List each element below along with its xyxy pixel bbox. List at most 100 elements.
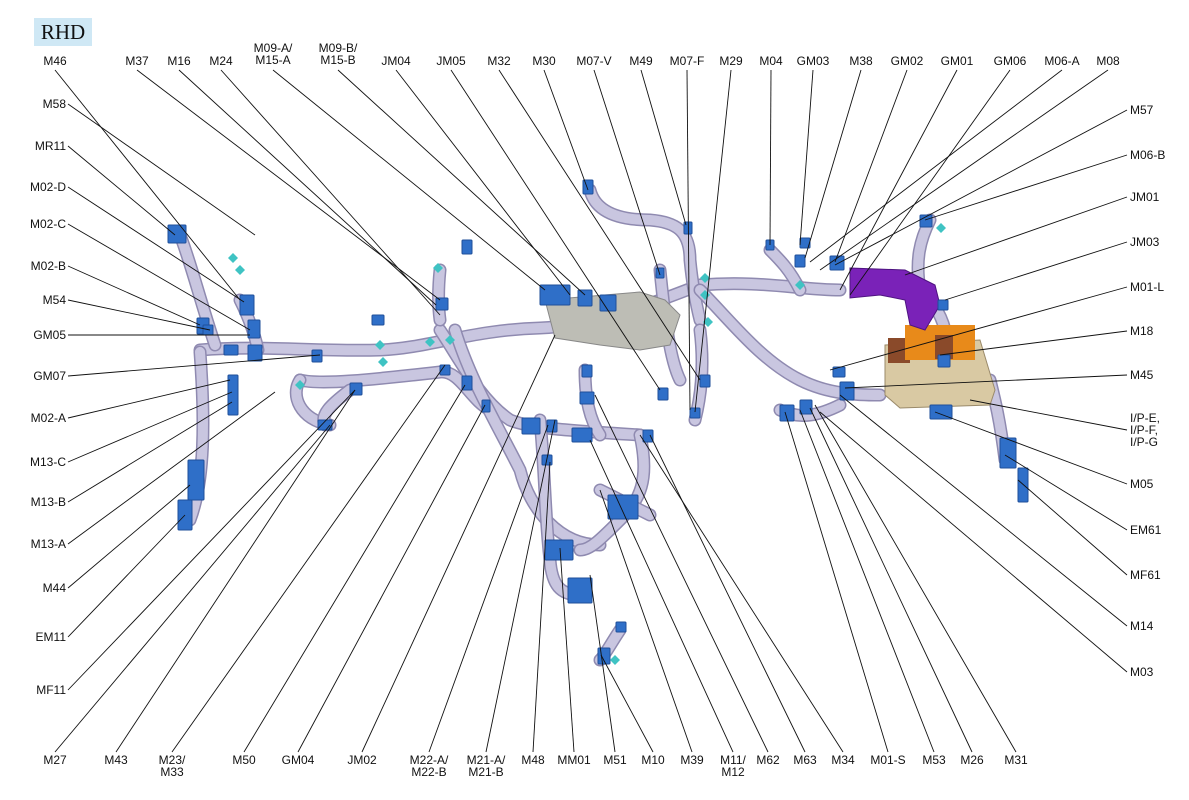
- leader-right-1: [924, 154, 1128, 221]
- clip-7: [433, 263, 443, 273]
- leader-left-7: [67, 354, 321, 377]
- leader-left-5: [67, 299, 211, 331]
- label-bottom-19: M26: [960, 753, 984, 767]
- label-bottom-2: M23/M33: [159, 753, 186, 779]
- connector-49: [929, 404, 953, 420]
- leader-bottom-7: [485, 419, 556, 753]
- harness-layer: [167, 179, 1029, 667]
- leader-left-12: [67, 484, 191, 589]
- label-bottom-5: JM02: [347, 753, 377, 767]
- connector-18: [577, 289, 593, 307]
- connector-43: [937, 299, 949, 311]
- label-top-18: GM01: [941, 54, 974, 68]
- leader-top-0: [54, 69, 241, 301]
- leader-bottom-16: [639, 434, 844, 753]
- connector-40: [794, 254, 806, 268]
- leader-left-0: [67, 103, 256, 236]
- label-top-14: M04: [759, 54, 783, 68]
- label-bottom-8: M48: [521, 753, 545, 767]
- label-right-9: EM61: [1130, 523, 1162, 537]
- connector-4: [247, 344, 263, 362]
- label-top-10: M07-V: [576, 54, 611, 68]
- label-left-12: M44: [43, 581, 67, 595]
- label-top-6: JM04: [381, 54, 411, 68]
- leader-left-9: [67, 391, 233, 463]
- leader-right-4: [829, 286, 1128, 371]
- label-right-0: M57: [1130, 103, 1154, 117]
- connector-19: [599, 294, 617, 312]
- harness-bundle-22: [433, 265, 445, 325]
- label-right-6: M45: [1130, 368, 1154, 382]
- label-top-19: GM06: [994, 54, 1027, 68]
- label-left-0: M58: [43, 97, 67, 111]
- connector-48: [799, 399, 813, 415]
- connector-16: [481, 399, 491, 413]
- clip-3: [378, 357, 388, 367]
- label-bottom-0: M27: [43, 753, 67, 767]
- label-left-8: M02-A: [31, 411, 66, 425]
- leader-right-12: [819, 411, 1128, 673]
- connector-1: [239, 294, 255, 316]
- label-right-7: I/P-E,I/P-F,I/P-G: [1130, 411, 1160, 449]
- label-top-9: M30: [532, 54, 556, 68]
- connector-36: [597, 647, 611, 665]
- leader-right-8: [934, 411, 1128, 485]
- leader-top-16: [804, 69, 862, 259]
- connector-46: [839, 381, 855, 401]
- label-top-0: M46: [43, 54, 67, 68]
- connector-33: [607, 494, 639, 520]
- label-bottom-7: M21-A/M21-B: [467, 753, 506, 779]
- clip-4: [445, 335, 455, 345]
- label-left-14: MF11: [36, 683, 66, 697]
- leader-bottom-0: [54, 424, 331, 753]
- label-top-21: M08: [1096, 54, 1120, 68]
- connector-25: [657, 387, 669, 401]
- clip-12: [610, 655, 620, 665]
- label-right-8: M05: [1130, 477, 1154, 491]
- label-top-20: M06-A: [1044, 54, 1079, 68]
- connector-29: [642, 429, 654, 443]
- connector-31: [581, 364, 593, 378]
- leader-top-7: [450, 69, 661, 391]
- label-top-4: M09-A/M15-A: [254, 41, 293, 67]
- label-top-1: M37: [125, 54, 149, 68]
- leader-bottom-5: [361, 334, 556, 753]
- leader-bottom-12: [599, 489, 693, 753]
- label-right-4: M01-L: [1130, 280, 1164, 294]
- leader-lines: [54, 69, 1128, 753]
- relay-brown-center: [935, 335, 953, 359]
- label-bottom-3: M50: [232, 753, 256, 767]
- label-top-8: M32: [487, 54, 511, 68]
- leader-left-3: [67, 223, 251, 331]
- label-bottom-6: M22-A/M22-B: [410, 753, 449, 779]
- label-bottom-17: M01-S: [870, 753, 905, 767]
- clip-8: [700, 273, 710, 283]
- label-bottom-4: GM04: [282, 753, 315, 767]
- leader-top-5: [337, 69, 586, 296]
- leader-top-17: [834, 69, 908, 263]
- leader-left-8: [67, 379, 231, 419]
- harness-bundle-4: [295, 367, 495, 415]
- label-left-10: M13-B: [31, 495, 66, 509]
- connector-20: [582, 179, 594, 195]
- label-left-4: M02-B: [31, 259, 66, 273]
- label-left-13: EM11: [36, 630, 67, 644]
- leader-bottom-18: [799, 409, 935, 753]
- leader-left-13: [67, 514, 186, 638]
- leader-bottom-4: [297, 404, 486, 753]
- leader-bottom-17: [784, 411, 889, 753]
- label-bottom-12: M39: [680, 753, 704, 767]
- leader-top-13: [694, 69, 732, 413]
- label-top-11: M49: [629, 54, 653, 68]
- leader-bottom-6: [428, 424, 549, 753]
- label-bottom-15: M63: [793, 753, 817, 767]
- leader-bottom-14: [594, 394, 769, 753]
- leader-bottom-15: [649, 434, 806, 753]
- leader-bottom-2: [171, 364, 446, 753]
- label-left-9: M13-C: [30, 455, 66, 469]
- label-left-11: M13-A: [31, 537, 66, 551]
- connector-9: [435, 297, 449, 311]
- connector-34: [544, 539, 574, 561]
